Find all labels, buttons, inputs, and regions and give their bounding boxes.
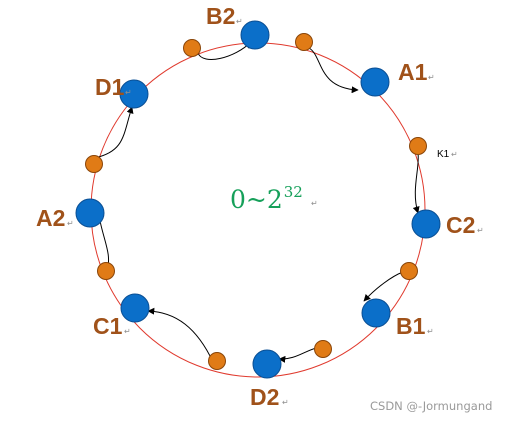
server-labels-group: B2 A1 C2 B1 D2 C1 A2 D1 [36,3,475,410]
key-node-k-a1 [295,33,313,51]
arrow-k-d2-to-d2 [278,346,321,363]
csdn-watermark: CSDN @-Jormungand [370,399,492,413]
paragraph-mark: ↵ [282,398,289,407]
server-label-a2: A2 [36,205,65,231]
server-label-b2: B2 [206,3,235,29]
server-label-c1: C1 [93,313,123,339]
arrow-k-d1-to-d1 [94,106,134,159]
server-node-b1 [361,298,391,328]
arrow-k-b2-to-b2 [197,41,252,60]
server-node-a2 [75,198,105,228]
arrow-k-c1-to-c1 [147,307,214,363]
server-node-a1 [360,67,390,97]
paragraph-mark: ↵ [428,73,435,82]
arrow-k-b1-to-b1 [363,271,404,302]
server-label-a1: A1 [398,59,428,85]
key-node-k-d2 [314,340,332,358]
hash-range-exponent: 32 [284,183,303,201]
server-node-d1 [119,79,149,109]
key-node-k-a2 [97,262,115,280]
hash-range-label: 0~232 [230,183,303,214]
paragraph-mark: ↵ [311,199,318,208]
paragraph-mark: ↵ [427,327,434,336]
key-node-k-c1 [208,352,226,370]
paragraph-mark: ↵ [451,150,458,159]
server-node-c2 [411,209,441,239]
paragraph-mark: ↵ [124,327,131,336]
paragraph-mark: ↵ [67,219,74,228]
server-label-d1: D1 [95,74,125,100]
key-node-k-d1 [85,155,103,173]
key-node-k1 [409,137,427,155]
paragraph-marks-group: ↵ ↵ ↵ ↵ ↵ ↵ ↵ ↵ ↵ ↵ [67,17,484,407]
server-node-c1 [120,293,150,323]
keys-group [85,33,427,370]
paragraph-mark: ↵ [125,88,132,97]
server-label-c2: C2 [446,212,475,238]
server-label-b1: B1 [396,313,426,339]
key-node-k-b1 [400,262,418,280]
key-node-k-b2 [183,39,201,57]
paragraph-mark: ↵ [236,17,243,26]
server-node-d2 [252,349,282,379]
arrow-k1-to-c2 [412,152,420,214]
server-node-b2 [240,20,270,50]
arrow-k-a1-to-a1 [308,47,359,94]
hash-range-base: 0~2 [230,185,283,214]
paragraph-mark: ↵ [477,226,484,235]
key-label-k1: K1 [437,149,450,160]
servers-group [75,20,441,379]
server-label-d2: D2 [250,384,279,410]
